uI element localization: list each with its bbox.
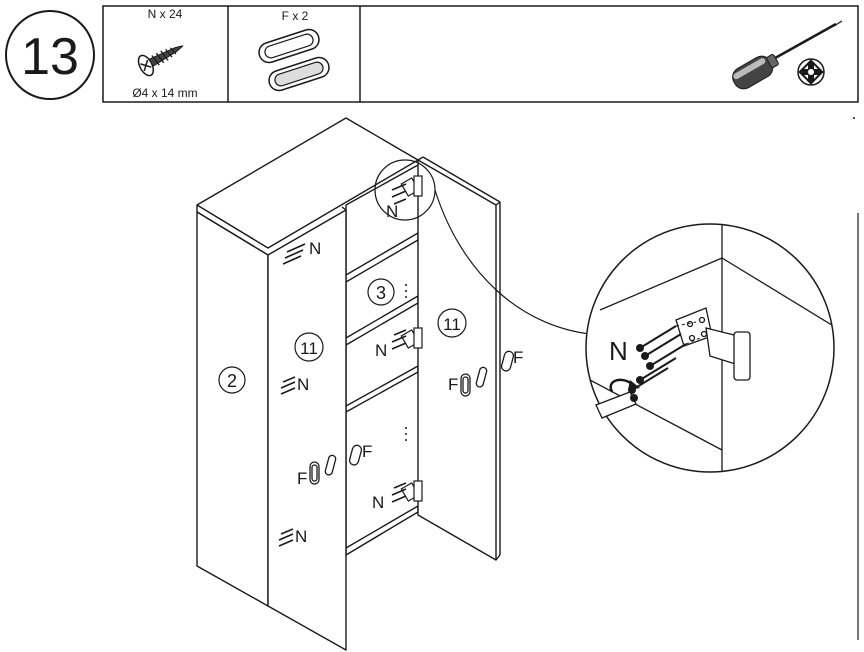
screw-detail-set: [631, 325, 687, 391]
detail-magnifier: N: [585, 223, 835, 473]
handle-right-door: [460, 350, 515, 397]
handle-cover-quantity: F x 2: [282, 9, 309, 23]
handle-left-door: [309, 444, 363, 485]
label-screw-left-door-upper: N: [297, 375, 309, 394]
door-right: [417, 159, 497, 561]
label-screw-top-hinge: N: [386, 202, 398, 221]
label-handle-left-inner: F: [362, 442, 372, 461]
hinge-middle: [400, 327, 423, 349]
screw-cluster-marks: [278, 183, 407, 547]
screwdriver-detail: [595, 378, 640, 419]
detail-leader: [374, 159, 601, 336]
screw-icon: [137, 45, 184, 77]
callout-door-right: 11: [437, 308, 467, 338]
phillips-screwdriver-icon: [732, 20, 843, 90]
step-number-badge: [5, 10, 95, 100]
label-screw-detail: N: [609, 336, 628, 366]
hinge-detail: [675, 307, 751, 381]
label-screw-bottom-hinge: N: [372, 493, 384, 512]
parts-table: [102, 5, 859, 103]
hinge-top: [400, 175, 423, 197]
callout-door-left: 11: [294, 332, 324, 362]
door-left: [267, 209, 347, 651]
wardrobe: [196, 117, 501, 651]
step-number: 13: [21, 28, 79, 86]
label-screw-left-door-lower: N: [295, 527, 307, 546]
label-handle-right-inner: F: [513, 348, 523, 367]
label-handle-right-outer: F: [448, 375, 458, 394]
handle-cover-icon: [258, 28, 330, 92]
step-header: 13 N x 24 Ø4 x 14 mm F x 2: [5, 5, 859, 103]
callout-panel-left: 2: [218, 366, 246, 394]
label-screw-middle-hinge: N: [375, 341, 387, 360]
screw-quantity: N x 24: [148, 7, 183, 21]
side-panel-left: [196, 211, 269, 607]
part-cell-handle-cover: F x 2: [258, 9, 330, 92]
callout-shelf: 3: [367, 278, 395, 306]
label-screw-top-panel: N: [309, 239, 321, 258]
svg-text:11: 11: [300, 339, 318, 358]
svg-text:11: 11: [443, 315, 461, 334]
screw-size: Ø4 x 14 mm: [132, 86, 197, 100]
svg-text:3: 3: [376, 283, 386, 303]
label-handle-left-outer: F: [297, 469, 307, 488]
connector-dots: [405, 284, 407, 441]
svg-text:2: 2: [227, 371, 237, 391]
hinge-bottom: [400, 480, 423, 502]
part-cell-screw: N x 24 Ø4 x 14 mm: [132, 7, 197, 100]
